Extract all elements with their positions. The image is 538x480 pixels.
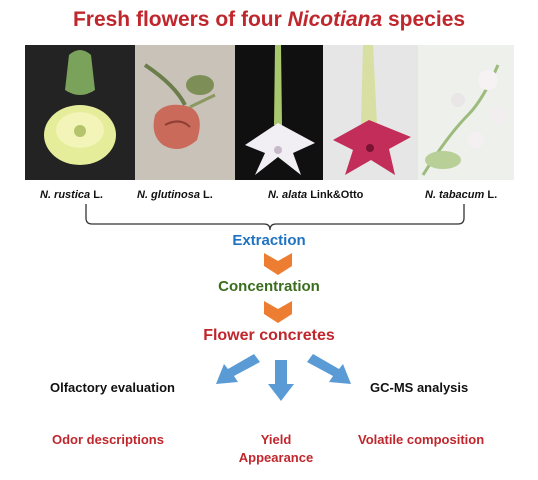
species-name: N. glutinosa [137, 189, 200, 201]
photo-n-tabacum [418, 45, 514, 180]
species-authority: L. [487, 189, 498, 201]
arrow-down-icon [268, 360, 294, 401]
photo-n-alata-white [235, 45, 323, 180]
species-label-n-rustica: N. rustica L. [40, 189, 103, 201]
photo-n-rustica [25, 45, 135, 180]
yield-appearance-block: Yield Appearance [236, 432, 316, 465]
arrow-right-down-icon [307, 354, 351, 384]
step-flower-concretes: Flower concretes [0, 327, 538, 345]
species-name: N. rustica [40, 189, 91, 201]
gcms-analysis-label: GC-MS analysis [370, 380, 469, 395]
olfactory-evaluation-label: Olfactory evaluation [50, 380, 175, 395]
step-concentration-label: Concentration [218, 278, 320, 295]
grouping-brace [85, 204, 465, 231]
title-genus: Nicotiana [287, 8, 383, 31]
species-name: N. alata [268, 189, 308, 201]
volatile-composition-label: Volatile composition [358, 432, 485, 447]
appearance-label: Appearance [238, 450, 314, 465]
photo-n-glutinosa [135, 45, 235, 180]
species-label-n-tabacum: N. tabacum L. [425, 189, 497, 201]
yield-label: Yield [260, 432, 292, 447]
step-concretes-label: Flower concretes [203, 327, 335, 344]
chevron-down-icon [264, 253, 292, 275]
species-authority: L. [93, 189, 103, 201]
species-label-n-alata: N. alata Link&Otto [268, 189, 363, 201]
photo-n-alata-pink [323, 45, 418, 180]
species-label-n-glutinosa: N. glutinosa L. [137, 189, 213, 201]
step-concentration: Concentration [0, 278, 538, 295]
arrow-left-down-icon [216, 354, 260, 384]
species-authority: L. [203, 189, 213, 201]
chevron-down-icon [264, 301, 292, 323]
title-suffix: species [382, 8, 466, 31]
species-authority: Link&Otto [310, 189, 364, 201]
diagram-title: Fresh flowers of four Nicotiana species [0, 8, 538, 32]
odor-descriptions-label: Odor descriptions [52, 432, 164, 447]
title-prefix: Fresh flowers of four [72, 8, 288, 31]
step-extraction-label: Extraction [232, 232, 306, 249]
species-name: N. tabacum [425, 189, 485, 201]
step-extraction: Extraction [0, 232, 538, 249]
